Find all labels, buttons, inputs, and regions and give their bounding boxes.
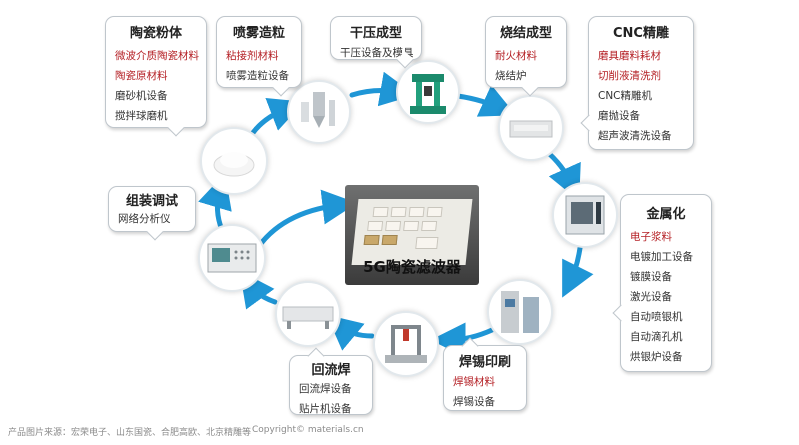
sintering-furnace-node: [498, 95, 564, 161]
stage-item: 超声波清洗设备: [598, 130, 672, 142]
arrow-spray-to-press: [349, 71, 416, 107]
stage-dry-pressing: 干压成型 干压设备及模具: [330, 16, 422, 69]
stage-item: 焊锡设备: [453, 396, 495, 408]
filter-chip: [415, 237, 439, 249]
filter-chip: [390, 207, 407, 217]
stage-assembly: 组装调试 网络分析仪: [108, 186, 196, 241]
arrow-assembly-to-powder: [198, 173, 232, 233]
copyright-note: Copyright© materials.cn: [252, 425, 364, 435]
stage-item: 耐火材料: [495, 50, 537, 62]
filter-chip: [426, 207, 443, 217]
stage-reflow: 回流焊 回流焊设备 贴片机设备: [289, 347, 373, 415]
filter-chip: [381, 235, 398, 245]
arrow-solder-to-reflow: [326, 314, 375, 351]
stage-title: 干压成型: [349, 26, 402, 41]
stage-title: 烧结成型: [499, 26, 552, 41]
stage-spray-granulation: 喷雾造粒 粘接剂材料 喷雾造粒设备: [216, 16, 302, 97]
stage-title: CNC精雕: [613, 26, 669, 41]
stage-item: 激光设备: [630, 291, 672, 303]
solder-printing-machine-node: [373, 311, 439, 377]
spray-dryer-node: [287, 80, 351, 144]
stage-title: 组装调试: [125, 194, 178, 209]
filter-chip: [363, 235, 380, 245]
cnc-machine-node: [552, 182, 618, 248]
stage-item: 烘银炉设备: [630, 351, 683, 363]
center-product-image: 5G陶瓷滤波器: [345, 185, 479, 285]
stage-title: 焊锡印刷: [458, 355, 511, 370]
stage-item: 切削液清洗剂: [598, 70, 661, 82]
stage-item: 磨抛设备: [598, 110, 640, 122]
stage-item: 喷雾造粒设备: [226, 70, 289, 82]
stage-title: 金属化: [646, 207, 686, 222]
network-analyzer-node: [198, 224, 266, 292]
filter-chip: [408, 207, 425, 217]
stage-item: 自动滴孔机: [630, 331, 683, 343]
filter-chip: [385, 221, 402, 231]
arrow-powder-to-spray: [247, 97, 305, 140]
stage-item: 干压设备及模具: [340, 47, 414, 59]
stage-item: 自动喷银机: [630, 311, 683, 323]
press-machine-node: [396, 60, 460, 124]
stage-item: 焊锡材料: [453, 376, 495, 388]
stage-item: 网络分析仪: [118, 213, 171, 225]
stage-item: 电子浆料: [630, 231, 672, 243]
stage-item: 粘接剂材料: [226, 50, 279, 62]
arrow-cnc-to-metal: [562, 245, 594, 298]
filter-chip: [367, 221, 384, 231]
stage-sintering: 烧结成型 耐火材料 烧结炉: [485, 16, 567, 97]
stage-item: 烧结炉: [495, 70, 527, 82]
stage-title: 陶瓷粉体: [129, 26, 182, 41]
filter-chip: [372, 207, 389, 217]
arrow-reflow-to-assembly: [239, 270, 278, 310]
stage-cnc: CNC精雕 磨具磨料耗材 切削液清洗剂 CNC精雕机 磨抛设备 超声波清洗设备: [580, 16, 694, 150]
filter-chip: [403, 221, 420, 231]
stage-item: 回流焊设备: [299, 383, 352, 395]
stage-item: 镀膜设备: [630, 271, 672, 283]
stage-item: 贴片机设备: [299, 403, 352, 415]
stage-title: 喷雾造粒: [232, 26, 285, 41]
center-label: 5G陶瓷滤波器: [363, 258, 461, 276]
stage-solder-printing: 焊锡印刷 焊锡材料 焊锡设备: [443, 337, 527, 411]
stage-ceramic-powder: 陶瓷粉体 微波介质陶瓷材料 陶瓷原材料 磨砂机设备 搅拌球磨机: [105, 16, 207, 137]
stage-item: 磨砂机设备: [115, 90, 168, 102]
ceramic-powder-node: [200, 127, 268, 195]
image-source-note: 产品图片来源：宏荣电子、山东国瓷、合肥高欧、北京精雕等: [8, 428, 252, 438]
stage-item: 电镀加工设备: [630, 251, 693, 263]
stage-item: 微波介质陶瓷材料: [115, 50, 199, 62]
stage-item: 搅拌球磨机: [115, 110, 168, 122]
stage-title: 回流焊: [311, 363, 351, 378]
reflow-oven-node: [275, 281, 341, 347]
stage-metallization: 金属化 电子浆料 电镀加工设备 镀膜设备 激光设备 自动喷银机 自动滴孔机 烘银…: [612, 194, 712, 372]
metallization-equipment-node: [487, 279, 553, 345]
filter-chip: [421, 221, 438, 231]
arrow-metal-to-solder: [430, 322, 495, 358]
arrow-assembly-to-center: [252, 189, 358, 255]
stage-item: CNC精雕机: [598, 90, 653, 102]
stage-item: 陶瓷原材料: [115, 70, 168, 82]
stage-item: 磨具磨料耗材: [598, 50, 661, 62]
